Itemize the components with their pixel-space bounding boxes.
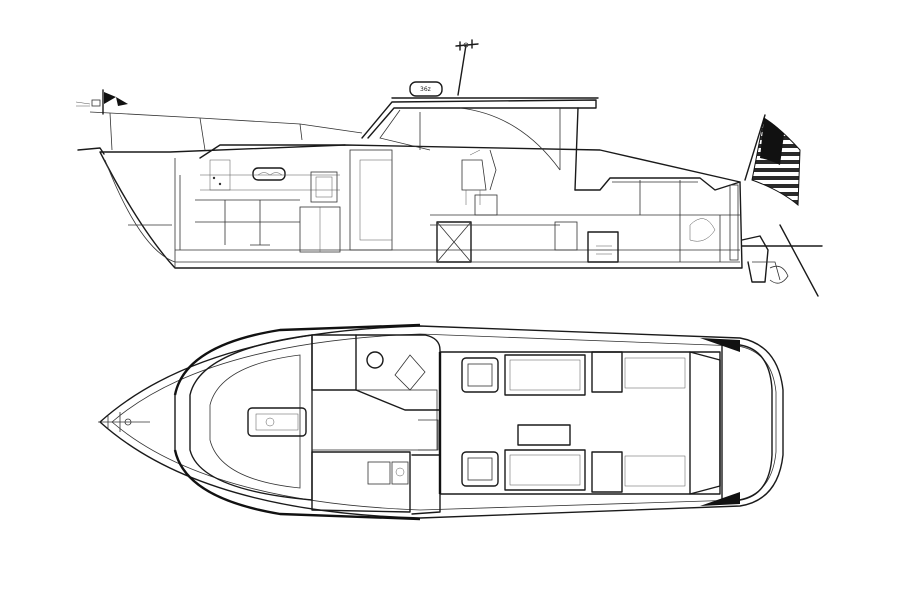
profile-porthole — [252, 167, 286, 181]
outboard-motor — [741, 224, 823, 297]
port-lounge — [504, 354, 586, 396]
bow-pulpit — [75, 89, 363, 155]
bow-pennant-icon — [104, 92, 116, 104]
cockpit-table — [517, 424, 571, 446]
helm-seat — [461, 357, 499, 393]
profile-view: 36z — [75, 39, 823, 297]
starboard-lounge — [504, 449, 586, 491]
pilothouse: 36z — [361, 39, 599, 216]
swim-platform — [721, 344, 773, 501]
ensign-flag — [744, 114, 801, 207]
plan-view — [98, 323, 784, 521]
radome — [409, 81, 443, 97]
radome-label: 36z — [420, 86, 431, 93]
sink-icon — [366, 351, 384, 369]
plan-hull-outline — [99, 325, 784, 519]
companion-seat — [461, 451, 499, 487]
profile-hull — [99, 144, 743, 269]
vent-grille-icon — [596, 245, 612, 255]
